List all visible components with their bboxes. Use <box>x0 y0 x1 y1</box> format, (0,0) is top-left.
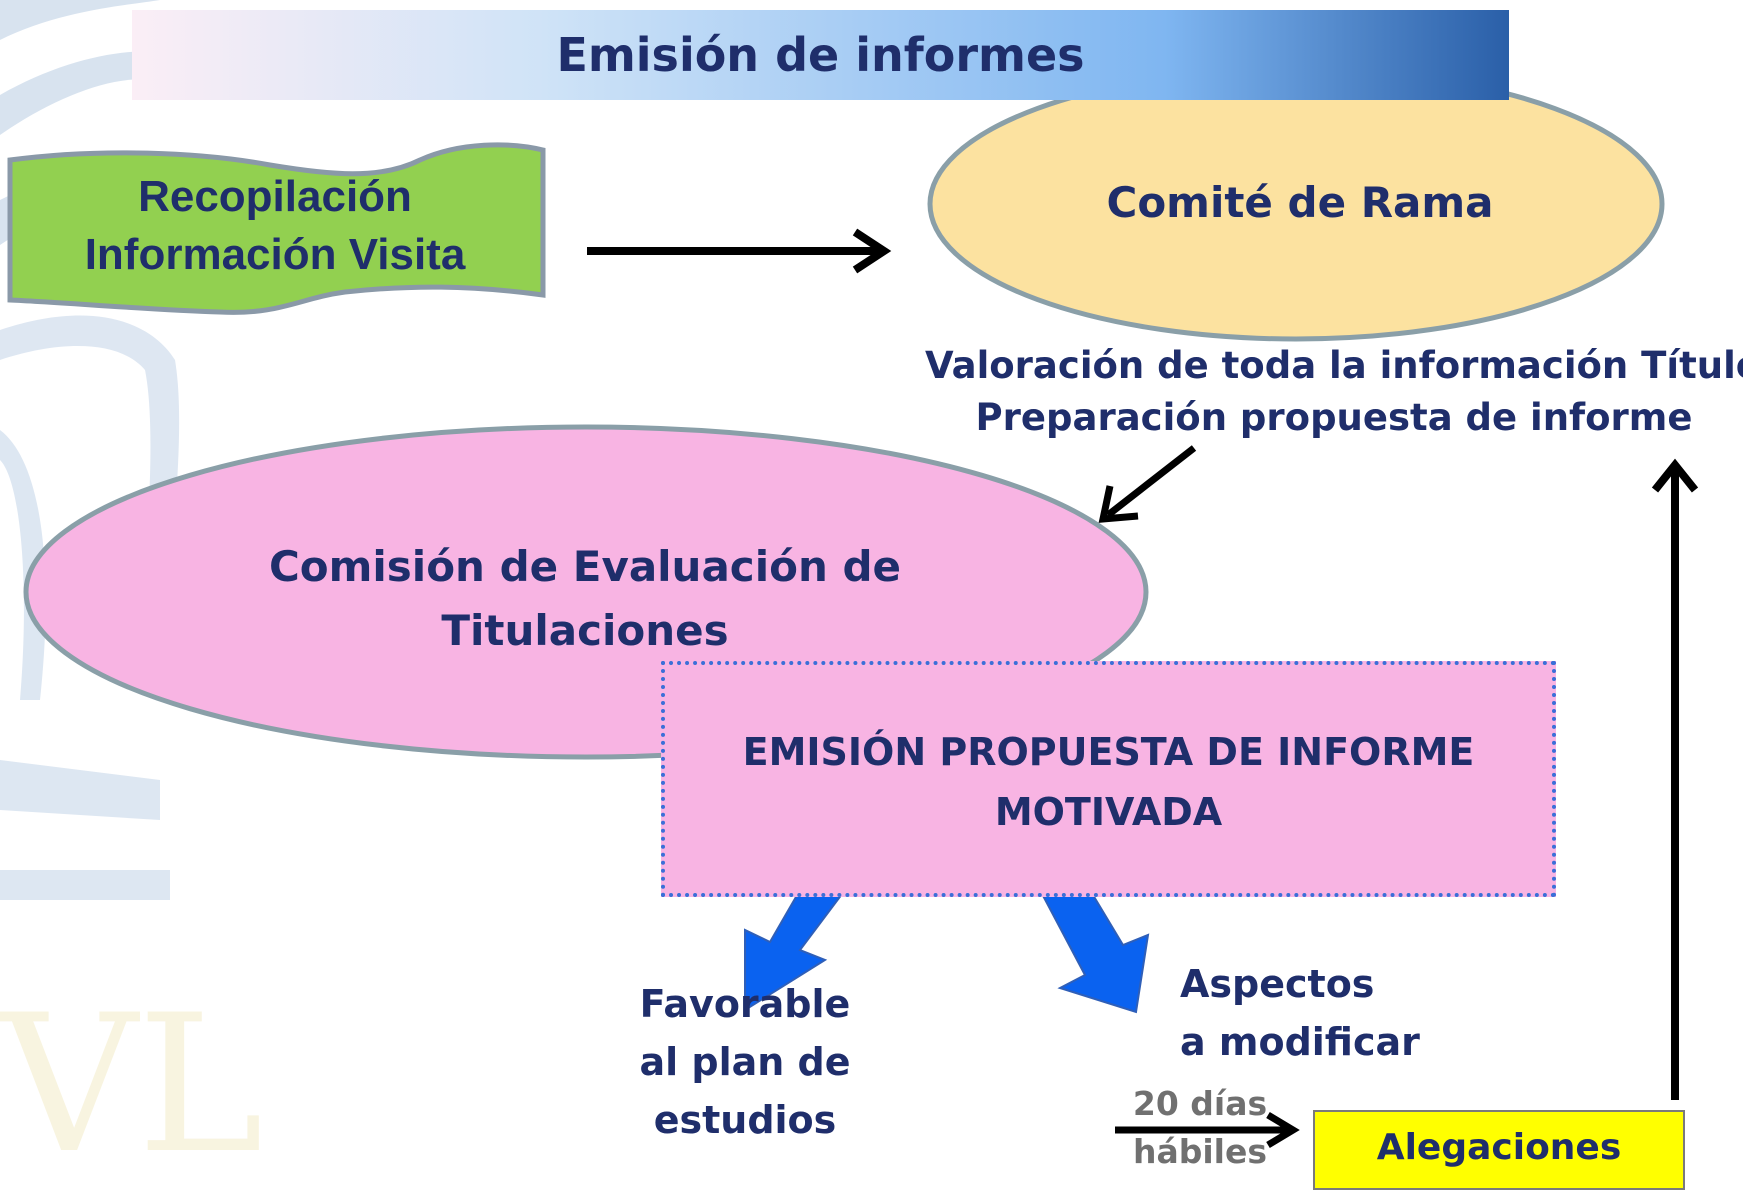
aspectos-label: Aspectos a modificar <box>1180 955 1440 1071</box>
emision-label: EMISIÓN PROPUESTA DE INFORME MOTIVADA <box>661 722 1556 842</box>
plazo-label: 20 días hábiles <box>1125 1080 1275 1176</box>
page-title: Emisión de informes <box>556 28 1085 82</box>
valoracion-line2: Preparación propuesta de informe <box>975 396 1693 439</box>
aspectos-line2: a modificar <box>1180 1020 1420 1064</box>
recopilacion-banner <box>7 142 546 315</box>
alegaciones-box <box>1313 1110 1685 1190</box>
comision-label: Comisión de Evaluación de Titulaciones <box>160 535 1010 663</box>
favorable-line3: estudios <box>653 1098 837 1142</box>
plazo-arrow <box>1115 1111 1300 1149</box>
alegaciones-label: Alegaciones <box>1376 1127 1622 1168</box>
svg-text:VL: VL <box>0 974 263 1180</box>
comision-line2: Titulaciones <box>441 606 729 655</box>
aspectos-line1: Aspectos <box>1180 962 1375 1006</box>
arrow-down-left <box>1098 445 1197 523</box>
emision-line2: MOTIVADA <box>994 790 1223 834</box>
valoracion-line1: Valoración de toda la información Título <box>925 344 1743 387</box>
favorable-line2: al plan de <box>639 1040 851 1084</box>
block-arrow-down-left <box>744 889 847 1012</box>
title-banner: Emisión de informes <box>132 10 1509 100</box>
favorable-line1: Favorable <box>639 982 851 1026</box>
arrow-up <box>1651 458 1699 1100</box>
favorable-label: Favorable al plan de estudios <box>630 975 860 1149</box>
recopilacion-line2: Información Visita <box>84 230 466 279</box>
recopilacion-label: Recopilación Información Visita <box>40 168 510 284</box>
emision-box <box>661 661 1556 897</box>
plazo-line2: hábiles <box>1132 1132 1268 1171</box>
emision-line1: EMISIÓN PROPUESTA DE INFORME <box>742 730 1475 774</box>
recopilacion-line1: Recopilación <box>138 172 412 221</box>
block-arrow-down-right <box>1038 889 1150 1014</box>
comite-rama-label: Comité de Rama <box>1106 178 1494 227</box>
comision-line1: Comisión de Evaluación de <box>268 542 902 591</box>
valoracion-label: Valoración de toda la información Título… <box>925 340 1743 444</box>
arrow-right <box>587 228 892 274</box>
plazo-line1: 20 días <box>1132 1084 1268 1123</box>
